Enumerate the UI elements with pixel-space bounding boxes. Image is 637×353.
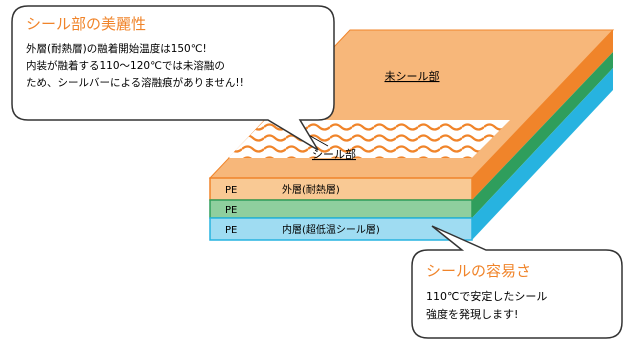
inner-layer-front <box>209 217 473 241</box>
top-callout-bubble <box>11 5 335 151</box>
layer-2-code: PE <box>225 205 237 216</box>
middle-layer-front <box>209 199 473 219</box>
outer-layer-front <box>209 177 473 201</box>
sealed-wave-band <box>228 120 510 158</box>
top-callout-line-2: 内装が融着する110〜120℃では未溶融の <box>26 59 225 72</box>
top-callout-title: シール部の美麗性 <box>26 15 146 33</box>
middle-layer-side <box>472 52 613 218</box>
bottom-callout-line-1: 110℃で安定したシール <box>426 289 547 303</box>
layer-3-name: 内層(超低温シール層) <box>282 223 380 236</box>
layer-3-code: PE <box>225 225 237 236</box>
top-callout-line-1: 外層(耐熱層)の融着開始温度は150℃! <box>26 42 207 55</box>
outer-layer-side <box>472 30 613 200</box>
inner-layer-side <box>472 68 613 240</box>
layer-1-code: PE <box>225 185 237 196</box>
top-callout-line-3: ため、シールバーによる溶融痕がありません!! <box>26 76 244 89</box>
bottom-callout-title: シールの容易さ <box>426 262 531 280</box>
layer-1-name: 外層(耐熱層) <box>282 183 340 196</box>
sealed-label: シール部 <box>312 147 356 161</box>
bottom-callout-bubble <box>411 225 623 339</box>
unsealed-label: 未シール部 <box>385 69 440 83</box>
bottom-callout-line-2: 強度を発現します! <box>426 307 518 321</box>
